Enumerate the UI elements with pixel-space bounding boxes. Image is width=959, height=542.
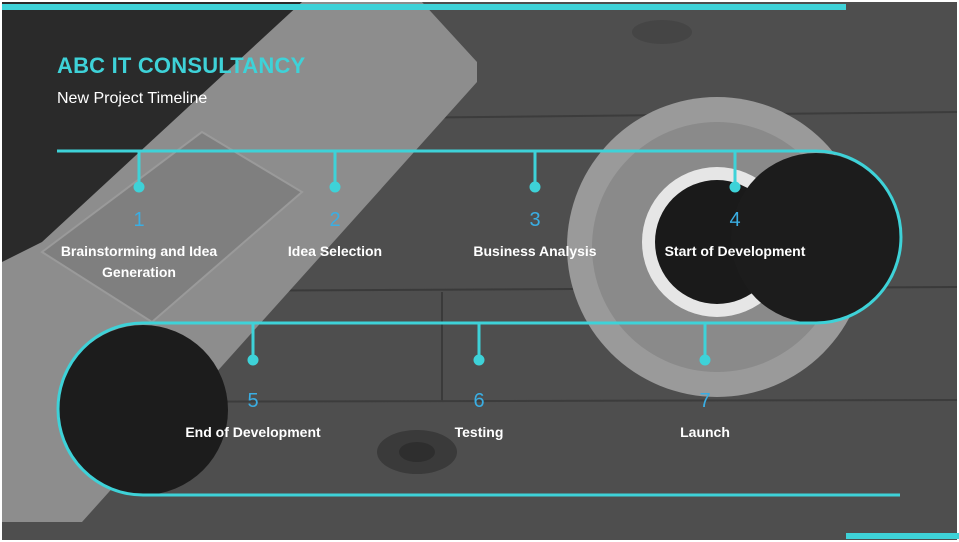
step-7-label: Launch [680,424,730,440]
page-subtitle: New Project Timeline [57,90,208,107]
left-dark-circle [58,325,228,495]
step-1-number: 1 [133,209,145,231]
step-4-label: Start of Development [664,243,806,259]
step-6-number: 6 [473,390,485,412]
step-7-dot [699,354,711,366]
right-dark-circle [731,153,901,323]
step-7-number: 7 [699,390,711,412]
step-3-dot [529,181,541,193]
step-3-label: Business Analysis [473,243,597,259]
step-2-label: Idea Selection [287,243,383,259]
page-title: ABC IT CONSULTANCY [57,53,306,78]
step-4-number: 4 [729,209,741,231]
bottom-accent-bar [846,533,959,539]
step-5-label: End of Development [185,424,321,440]
step-2-dot [329,181,341,193]
top-accent-bar [2,4,846,10]
step-4-dot [729,181,741,193]
step-6-label: Testing [454,424,504,440]
step-2-number: 2 [329,209,341,231]
step-5-dot [247,354,259,366]
step-5-number: 5 [247,390,259,412]
step-6-dot [473,354,485,366]
step-3-number: 3 [529,209,541,231]
step-1-label: Brainstorming and Idea Generation [60,243,218,280]
step-1-dot [133,181,145,193]
